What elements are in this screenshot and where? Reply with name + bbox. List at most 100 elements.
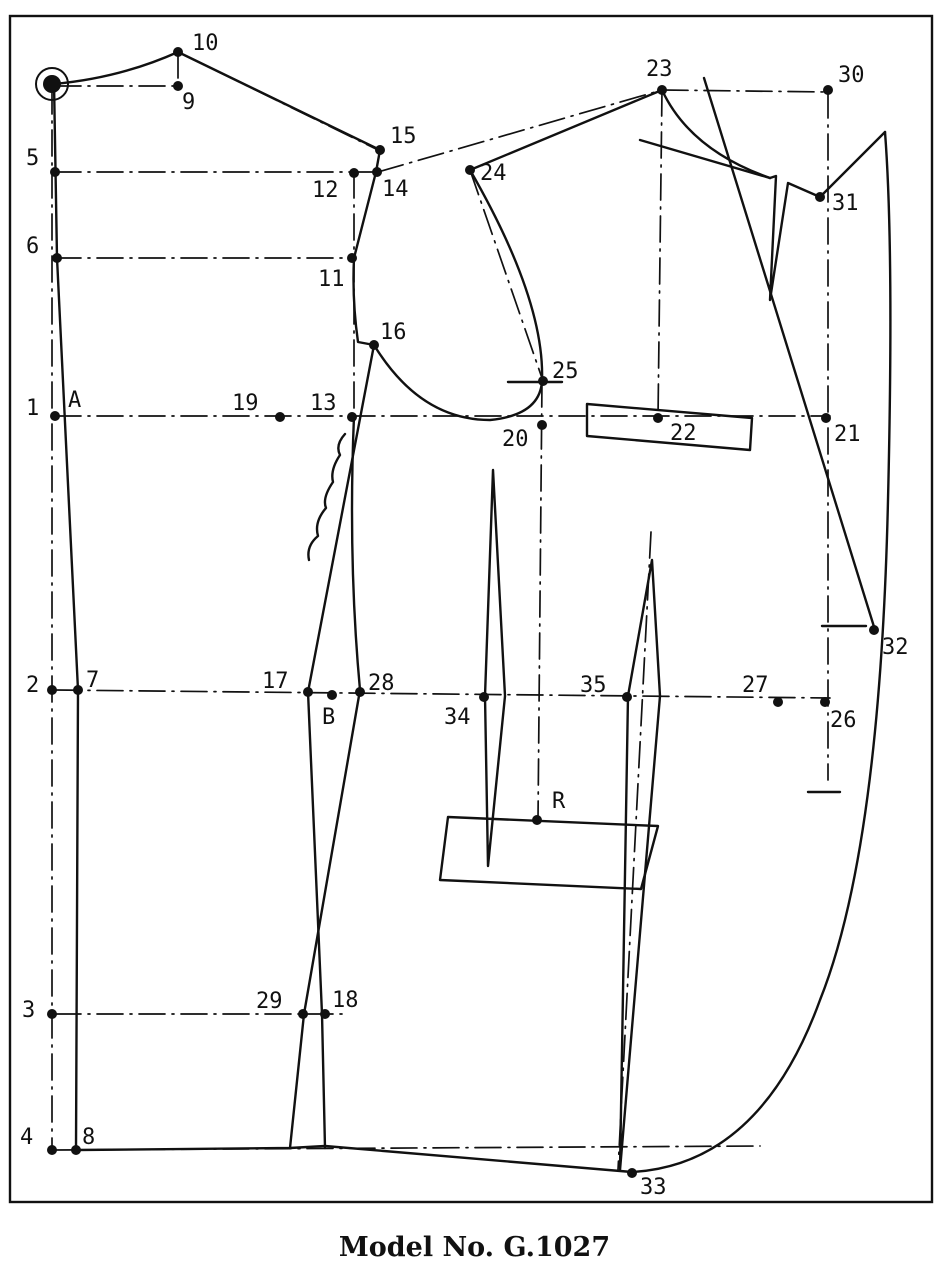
point-label-26: 26 bbox=[830, 708, 857, 733]
back-centre-seam bbox=[52, 80, 80, 1152]
point-marker-32 bbox=[869, 625, 879, 635]
hip-pocket bbox=[438, 815, 660, 891]
point-label-22: 22 bbox=[670, 421, 697, 446]
point-marker-8 bbox=[71, 1145, 81, 1155]
point-label-34: 34 bbox=[444, 705, 471, 730]
wavy-ease-mark bbox=[307, 432, 347, 562]
point-label-13: 13 bbox=[310, 391, 337, 416]
point-label-10: 10 bbox=[192, 31, 219, 56]
point-marker-29 bbox=[298, 1009, 308, 1019]
back-side-seam bbox=[306, 343, 376, 1150]
point-marker-19 bbox=[275, 412, 285, 422]
shoulder-start-ring bbox=[35, 67, 69, 101]
point-marker-34 bbox=[479, 692, 489, 702]
point-label-21: 21 bbox=[834, 422, 861, 447]
front-armhole bbox=[468, 168, 544, 383]
point-label-1: 1 bbox=[26, 396, 39, 421]
point-label-5: 5 bbox=[26, 146, 39, 171]
point-label-15: 15 bbox=[390, 124, 417, 149]
side-dart bbox=[618, 558, 662, 1172]
point-label-28: 28 bbox=[368, 671, 395, 696]
point-label-30: 30 bbox=[838, 63, 865, 88]
point-label-18: 18 bbox=[332, 988, 359, 1013]
collar-notch bbox=[768, 130, 887, 302]
point-label-6: 6 bbox=[26, 234, 39, 259]
back-armhole bbox=[352, 148, 382, 347]
point-label-7: 7 bbox=[86, 668, 99, 693]
point-label-12: 12 bbox=[312, 178, 339, 203]
point-marker-18 bbox=[320, 1009, 330, 1019]
front-shoulder bbox=[468, 88, 664, 172]
point-marker-r bbox=[532, 815, 542, 825]
point-marker-30 bbox=[823, 85, 833, 95]
point-marker-12 bbox=[349, 168, 359, 178]
back-shoulder bbox=[176, 50, 382, 152]
point-label-27: 27 bbox=[742, 673, 769, 698]
pattern-outlines bbox=[52, 50, 892, 1174]
point-marker-22 bbox=[653, 413, 663, 423]
front-neckline bbox=[660, 88, 772, 180]
point-marker-16 bbox=[369, 340, 379, 350]
hem-line bbox=[74, 130, 892, 1174]
point-marker-27 bbox=[773, 697, 783, 707]
point-marker-35 bbox=[622, 692, 632, 702]
point-label-a: A bbox=[68, 388, 81, 413]
point-marker-6 bbox=[52, 253, 62, 263]
point-marker-13 bbox=[347, 412, 357, 422]
point-label-14: 14 bbox=[382, 177, 409, 202]
point-markers bbox=[47, 47, 879, 1178]
point-label-11: 11 bbox=[318, 267, 345, 292]
construction-lines bbox=[51, 51, 831, 1171]
point-marker-33 bbox=[627, 1168, 637, 1178]
point-label-33: 33 bbox=[640, 1175, 667, 1200]
point-label-19: 19 bbox=[232, 391, 259, 416]
point-label-8: 8 bbox=[82, 1125, 95, 1150]
point-marker-b bbox=[327, 690, 337, 700]
point-label-35: 35 bbox=[580, 673, 607, 698]
point-marker-24 bbox=[465, 165, 475, 175]
point-label-32: 32 bbox=[882, 635, 909, 660]
point-label-25: 25 bbox=[552, 359, 579, 384]
point-marker-20 bbox=[537, 420, 547, 430]
point-marker-7 bbox=[73, 685, 83, 695]
point-marker-5 bbox=[50, 167, 60, 177]
point-label-2: 2 bbox=[26, 673, 39, 698]
point-label-31: 31 bbox=[832, 191, 859, 216]
point-marker-3 bbox=[47, 1009, 57, 1019]
point-marker-31 bbox=[815, 192, 825, 202]
diagram-frame bbox=[8, 14, 934, 1204]
point-marker-17 bbox=[303, 687, 313, 697]
point-marker-10 bbox=[173, 47, 183, 57]
point-label-20: 20 bbox=[502, 427, 529, 452]
point-marker-28 bbox=[355, 687, 365, 697]
breast-pocket bbox=[585, 402, 754, 452]
point-label-b: B bbox=[322, 705, 335, 730]
point-marker-26 bbox=[820, 697, 830, 707]
point-label-9: 9 bbox=[182, 90, 195, 115]
point-label-4: 4 bbox=[20, 1125, 33, 1150]
lapel-roll-line bbox=[702, 76, 877, 632]
point-label-r: R bbox=[552, 789, 566, 814]
underarm-curve bbox=[372, 343, 544, 422]
point-marker-21 bbox=[821, 413, 831, 423]
point-marker-1 bbox=[50, 411, 60, 421]
point-marker-25 bbox=[538, 376, 548, 386]
point-label-17: 17 bbox=[262, 669, 289, 694]
point-label-23: 23 bbox=[646, 57, 673, 82]
point-marker-15 bbox=[375, 145, 385, 155]
point-label-3: 3 bbox=[22, 998, 35, 1023]
point-marker-4 bbox=[47, 1145, 57, 1155]
side-panel-seam bbox=[288, 414, 362, 1150]
point-marker-11 bbox=[347, 253, 357, 263]
point-label-24: 24 bbox=[480, 161, 507, 186]
point-marker-2 bbox=[47, 685, 57, 695]
front-dart bbox=[483, 468, 507, 868]
point-label-16: 16 bbox=[380, 320, 407, 345]
point-marker-14 bbox=[372, 167, 382, 177]
point-label-29: 29 bbox=[256, 989, 283, 1014]
point-marker-23 bbox=[657, 85, 667, 95]
model-caption: Model No. G.1027 bbox=[338, 1232, 611, 1263]
back-neckline bbox=[52, 50, 180, 86]
